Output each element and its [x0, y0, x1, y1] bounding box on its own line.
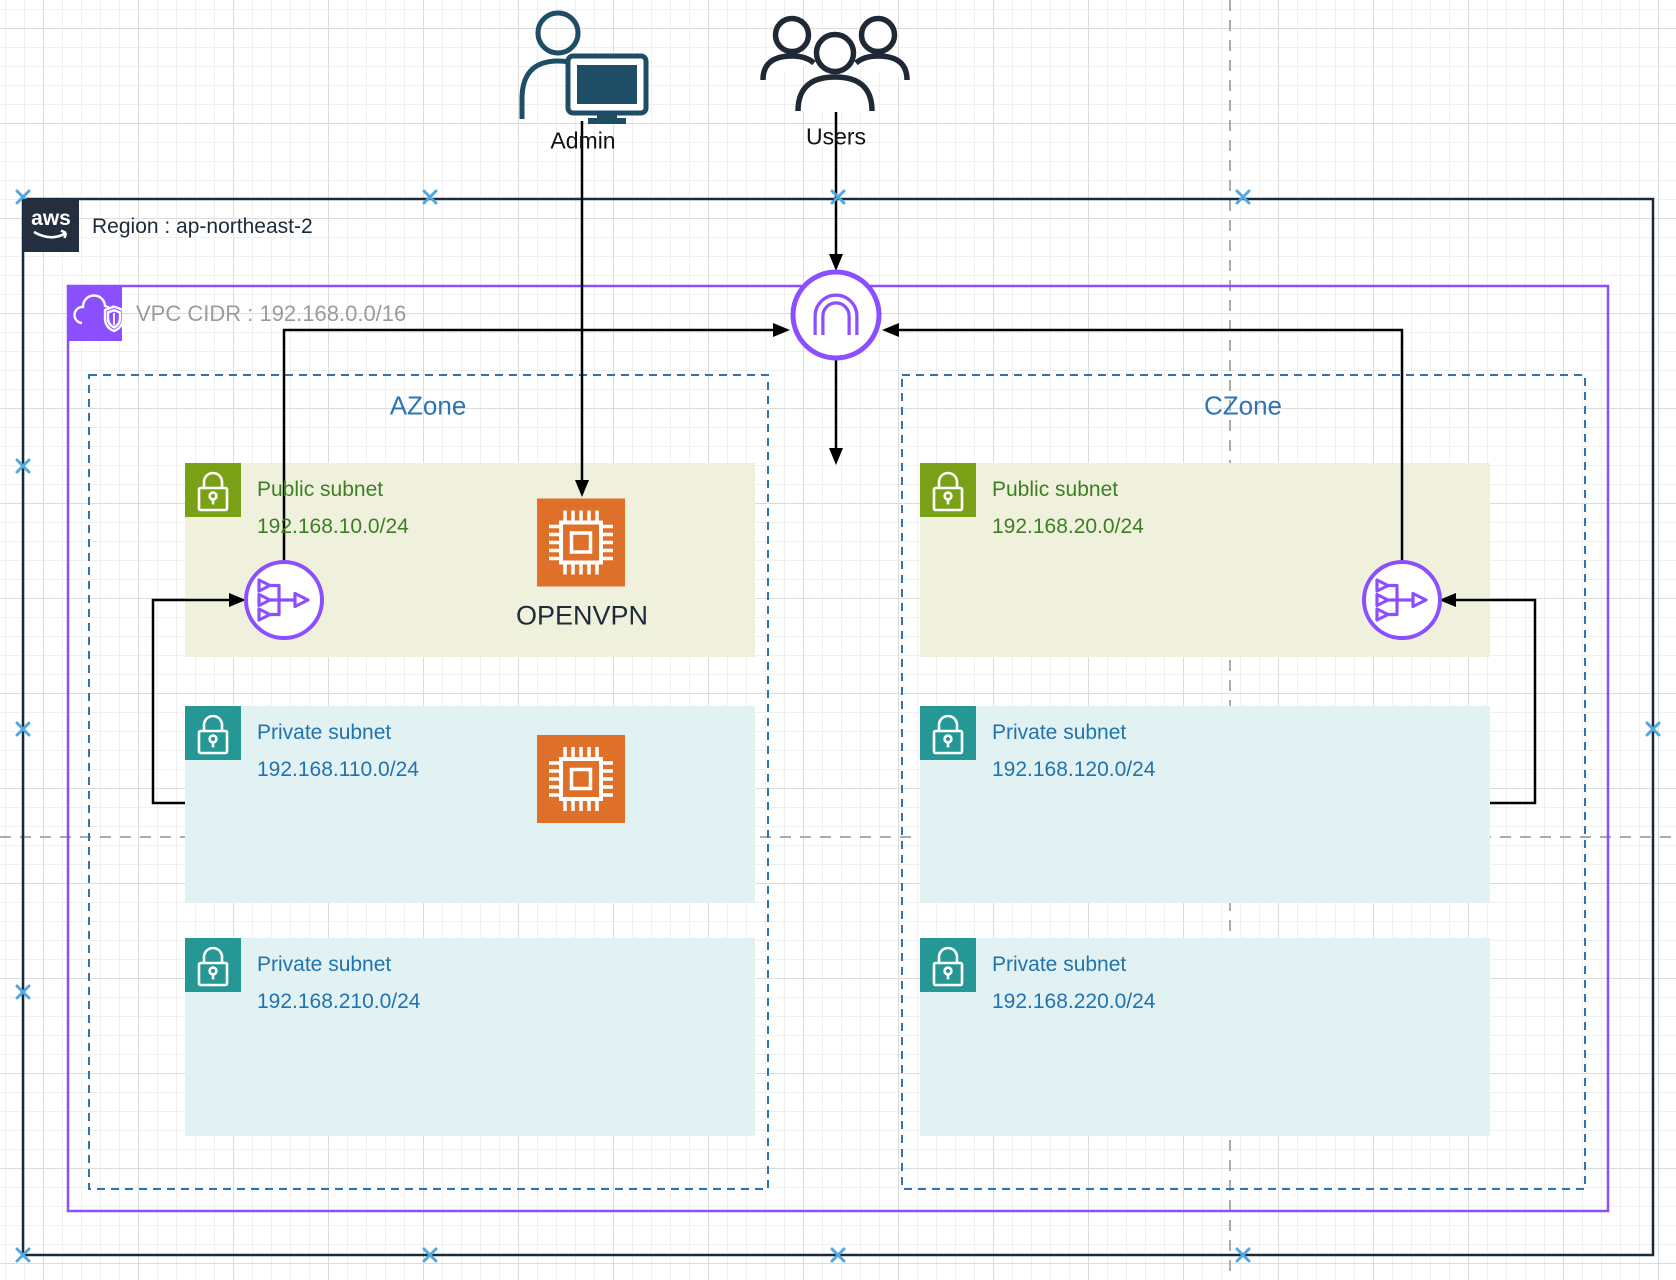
openvpn-ec2-icon[interactable]	[537, 498, 625, 587]
subnet-cidr-label: 192.168.110.0/24	[257, 758, 419, 781]
private-subnet-lock-icon	[185, 706, 241, 760]
zone-label-czone: CZone	[1203, 390, 1283, 421]
public-subnet-lock-icon	[185, 463, 241, 517]
openvpn-label: OPENVPN	[515, 600, 649, 631]
subnet-type-label: Private subnet	[257, 721, 392, 744]
private-subnet-lock-icon	[920, 938, 976, 992]
aws-logo: aws	[23, 199, 79, 252]
region-label: Region : ap-northeast-2	[92, 215, 313, 238]
vpc-icon	[68, 286, 122, 341]
subnet-type-label: Public subnet	[257, 478, 384, 501]
subnet-cidr-label: 192.168.220.0/24	[992, 990, 1156, 1013]
subnet-type-label: Public subnet	[992, 478, 1119, 501]
subnet-type-label: Private subnet	[992, 721, 1127, 744]
subnet-label: Private subnet 192.168.110.0/24	[257, 714, 419, 788]
admin-label: Admin	[550, 127, 616, 154]
users-label: Users	[805, 123, 867, 150]
subnet-cidr-label: 192.168.210.0/24	[257, 990, 421, 1013]
admin-person-monitor-icon[interactable]	[498, 6, 650, 124]
subnet-type-label: Private subnet	[257, 953, 392, 976]
subnet-cidr-label: 192.168.120.0/24	[992, 758, 1156, 781]
subnet-cidr-label: 192.168.20.0/24	[992, 515, 1144, 538]
subnet-label: Private subnet 192.168.210.0/24	[257, 946, 421, 1020]
subnet-label: Public subnet 192.168.20.0/24	[992, 471, 1144, 545]
aws-logo-text: aws	[31, 207, 71, 230]
vpc-cidr-label: VPC CIDR : 192.168.0.0/16	[136, 301, 407, 326]
subnet-label: Private subnet 192.168.220.0/24	[992, 946, 1156, 1020]
subnet-label: Private subnet 192.168.120.0/24	[992, 714, 1156, 788]
zone-label-azone: AZone	[389, 390, 467, 421]
subnet-type-label: Private subnet	[992, 953, 1127, 976]
subnet-cidr-label: 192.168.10.0/24	[257, 515, 409, 538]
public-subnet-lock-icon	[920, 463, 976, 517]
private-subnet-lock-icon	[185, 938, 241, 992]
private-subnet-lock-icon	[920, 706, 976, 760]
ec2-instance-icon[interactable]	[537, 735, 625, 823]
subnet-label: Public subnet 192.168.10.0/24	[257, 471, 409, 545]
users-group-icon[interactable]	[740, 12, 930, 114]
